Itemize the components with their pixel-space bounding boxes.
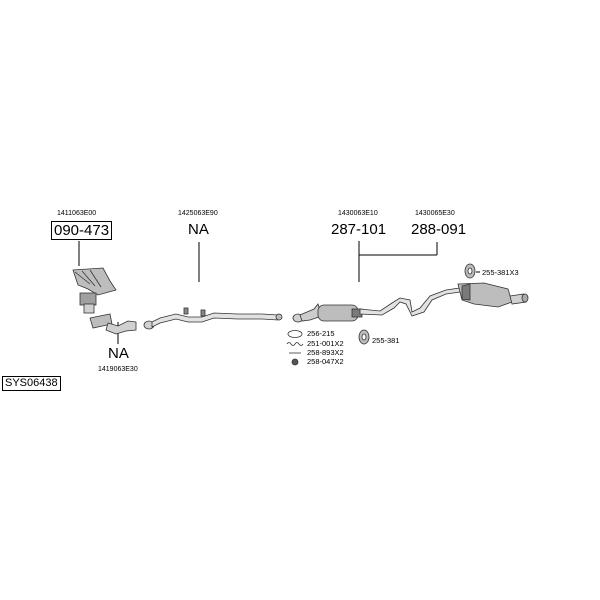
part-number-rear-box: 288-091 (411, 221, 467, 238)
part-number-manifold: 090-473 (51, 221, 113, 240)
part-number-middle-box: 287-101 (331, 221, 387, 238)
accessory-rubber-mount-rear: 255-381X3 (482, 268, 519, 277)
accessory-bolt: 258-893X2 (307, 348, 344, 357)
middle-silencer (292, 303, 363, 323)
system-code: SYS06438 (2, 376, 61, 391)
accessory-rubber-mount: 255-381 (372, 336, 400, 345)
part-code-rear-box: 1430065E30 (415, 210, 455, 217)
tail-pipe (359, 287, 461, 317)
part-code-middle-box: 1430063E10 (338, 210, 378, 217)
accessory-icons (286, 263, 476, 366)
part-code-front-pipe: 1425063E90 (178, 210, 218, 217)
accessory-gasket: 256-215 (307, 329, 335, 338)
front-pipe (143, 307, 283, 330)
nut-icon (291, 358, 299, 366)
part-code-manifold: 1411063E00 (57, 210, 97, 217)
exhaust-manifold (72, 267, 117, 314)
spring-icon (286, 342, 304, 346)
rubber-mount-rear-icon (464, 263, 476, 279)
accessory-nut: 258-047X2 (307, 357, 344, 366)
leader-lines (78, 241, 480, 344)
rubber-mount-icon (358, 329, 370, 345)
accessory-spring: 251-001X2 (307, 339, 344, 348)
gasket-ring-icon (287, 330, 303, 338)
part-number-front-pipe: NA (188, 221, 209, 238)
part-number-down-pipe: NA (108, 345, 129, 362)
rear-silencer (457, 282, 529, 308)
down-pipe (89, 313, 137, 335)
part-code-down-pipe: 1419063E30 (98, 366, 138, 373)
